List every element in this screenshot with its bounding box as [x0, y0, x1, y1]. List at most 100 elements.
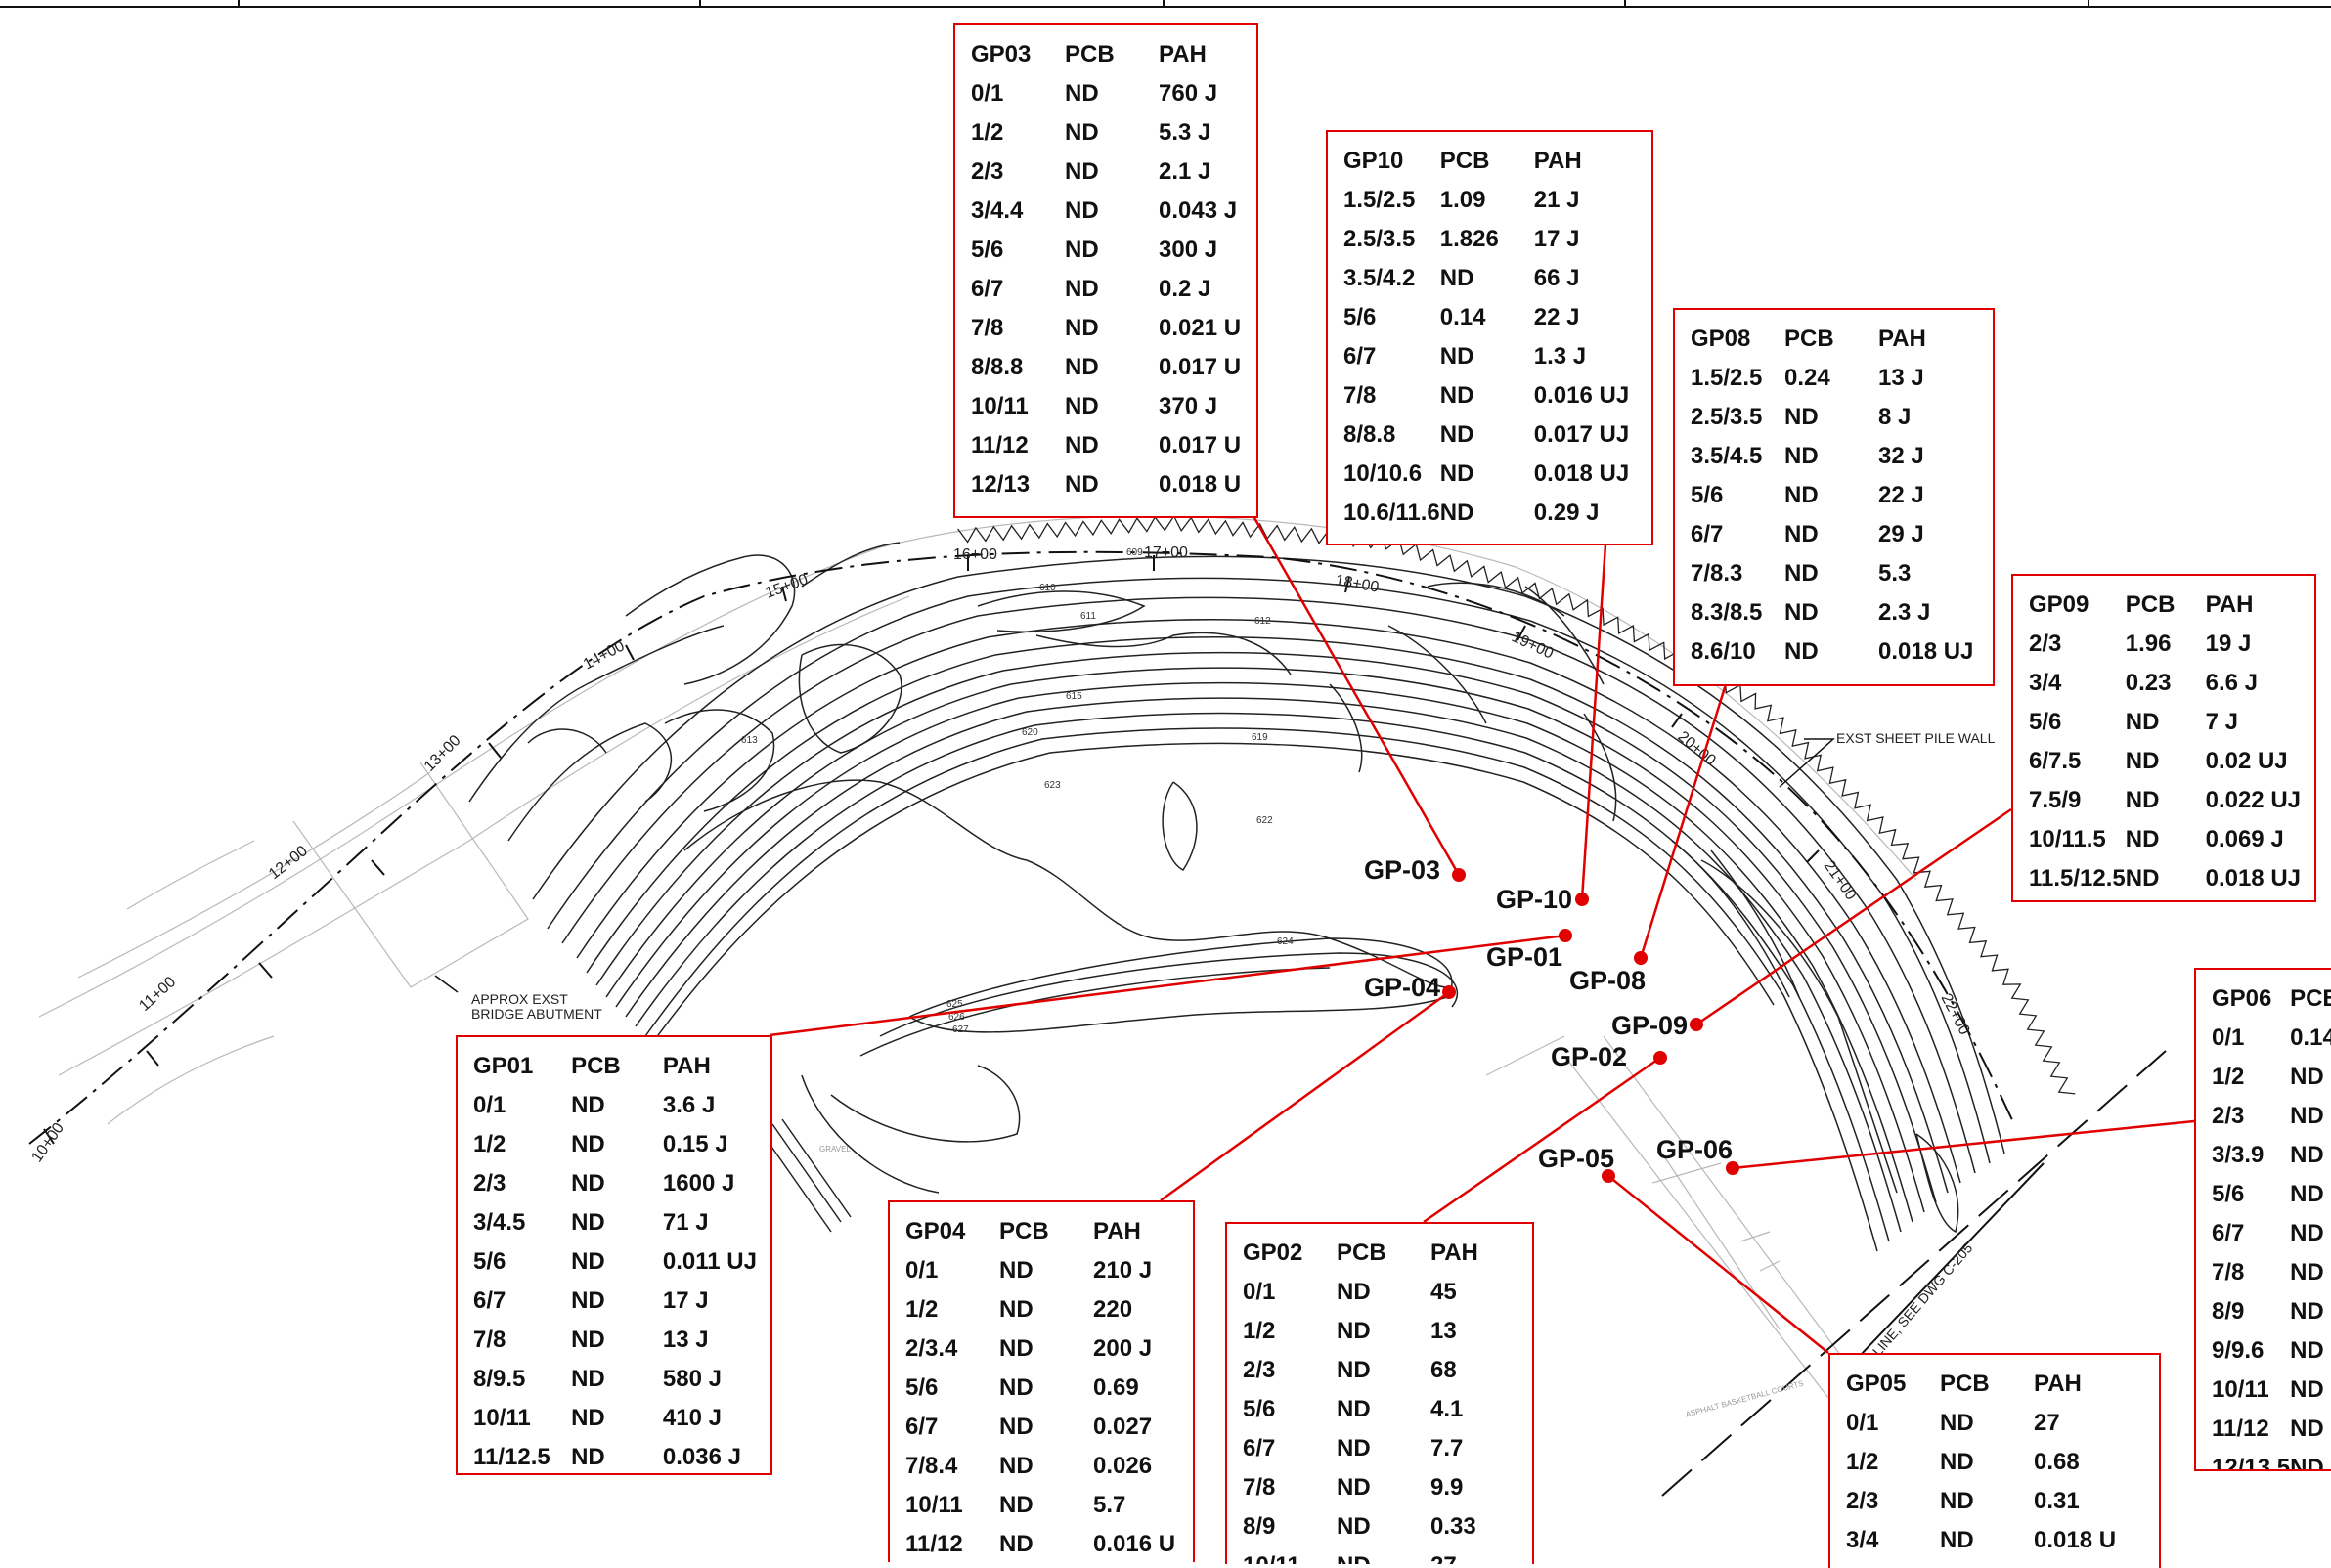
table-cell: 7.5/9	[2029, 787, 2082, 813]
header-cell: PCB	[1337, 1240, 1386, 1266]
table-cell: 1600 J	[662, 1170, 735, 1197]
header-cell: PCB	[2125, 591, 2176, 618]
sample-point-gp01[interactable]	[1559, 929, 1572, 942]
table-cell: 7/8	[971, 315, 1004, 341]
table-cell: 8 J	[1878, 404, 1912, 430]
table-cell: 2.5/3.5	[1691, 404, 1763, 430]
table-cell: ND	[1337, 1318, 1371, 1344]
station-label: 13+00	[421, 732, 464, 775]
sample-point-gp08[interactable]	[1634, 951, 1648, 965]
table-cell: ND	[999, 1257, 1034, 1284]
callout-box-gp06: GP06PCB0/10.141/2ND2/3ND3/3.9ND5/6ND6/7N…	[2194, 968, 2331, 1471]
table-cell: 5/6	[1691, 482, 1724, 508]
table-cell: ND	[1065, 80, 1099, 107]
table-cell: ND	[571, 1248, 605, 1275]
header-cell: PAH	[1533, 148, 1582, 174]
table-cell: ND	[1337, 1474, 1371, 1501]
sample-point-gp06[interactable]	[1726, 1161, 1739, 1175]
table-cell: 8.6/10	[1691, 638, 1756, 665]
contour-label: 611	[1080, 611, 1096, 622]
point-label-gp05: GP-05	[1538, 1144, 1615, 1173]
table-cell: 410 J	[662, 1405, 722, 1431]
table-cell: 22 J	[1533, 304, 1580, 330]
header-cell: PCB	[571, 1053, 621, 1079]
header-cell: PCB	[1065, 41, 1115, 67]
table-cell: 0.018 UJ	[1533, 460, 1630, 487]
header-cell: PCB	[1940, 1371, 1990, 1397]
table-cell: 10/11	[905, 1492, 963, 1518]
table-cell: 1.96	[2125, 631, 2172, 657]
table-cell: 7/8	[1243, 1474, 1276, 1501]
table-cell: 13	[1430, 1318, 1457, 1344]
table-cell: ND	[1065, 276, 1099, 302]
table-cell: 9/9.6	[2212, 1337, 2265, 1364]
table-cell: 2/3	[971, 158, 1004, 185]
sample-point-gp04[interactable]	[1442, 985, 1456, 999]
table-cell: 13 J	[662, 1327, 709, 1353]
table-cell: 3.5/4.5	[1691, 443, 1763, 469]
table-cell: ND	[1337, 1435, 1371, 1461]
table-cell: 0.018 U	[1159, 471, 1242, 498]
table-cell: ND	[1439, 343, 1474, 370]
table-cell: ND	[1439, 500, 1474, 526]
contour-label: 609	[1126, 547, 1143, 558]
callout-leaders	[769, 515, 2195, 1354]
table-cell: 2/3	[1243, 1357, 1276, 1383]
table-cell: 0.24	[1784, 365, 1830, 391]
table-cell: 1/2	[473, 1131, 506, 1157]
table-cell: 8/8.8	[971, 354, 1024, 380]
table-cell: 580 J	[662, 1366, 722, 1392]
sample-point-gp05[interactable]	[1602, 1169, 1615, 1183]
table-header: GP06PCB	[2212, 980, 2331, 1019]
table-cell: 1/2	[1846, 1449, 1879, 1475]
table-cell: 6/7	[971, 276, 1004, 302]
sample-point-gp10[interactable]	[1575, 893, 1589, 906]
table-cell: ND	[1784, 443, 1819, 469]
point-label-gp09: GP-09	[1611, 1011, 1689, 1040]
point-label-gp04: GP-04	[1364, 973, 1441, 1002]
table-cell: ND	[1065, 158, 1099, 185]
table-cell: ND	[2125, 826, 2160, 852]
table-cell: 8/9.5	[473, 1366, 526, 1392]
table-cell: 0.021 U	[1159, 315, 1242, 341]
table-cell: 12/13.5	[2212, 1455, 2291, 1471]
table-cell: ND	[999, 1453, 1034, 1479]
station-label: 11+00	[136, 974, 179, 1015]
table-cell: 11/12	[971, 432, 1029, 458]
table-cell: ND	[1784, 560, 1819, 587]
table-cell: ND	[1337, 1396, 1371, 1422]
sample-point-gp03[interactable]	[1452, 868, 1466, 882]
point-label-gp10: GP-10	[1496, 885, 1573, 914]
sheet-pile-wall	[957, 514, 2076, 1095]
sample-point-gp02[interactable]	[1653, 1051, 1667, 1065]
table-cell: 7/8	[473, 1327, 506, 1353]
sample-point-gp09[interactable]	[1690, 1018, 1703, 1031]
table-cell: ND	[1439, 460, 1474, 487]
table-cell: 6/7	[473, 1287, 506, 1314]
table-cell: 5/6	[1243, 1396, 1276, 1422]
table-cell: 1/2	[2212, 1064, 2245, 1090]
table-cell: ND	[999, 1335, 1034, 1362]
table-cell: ND	[999, 1374, 1034, 1401]
